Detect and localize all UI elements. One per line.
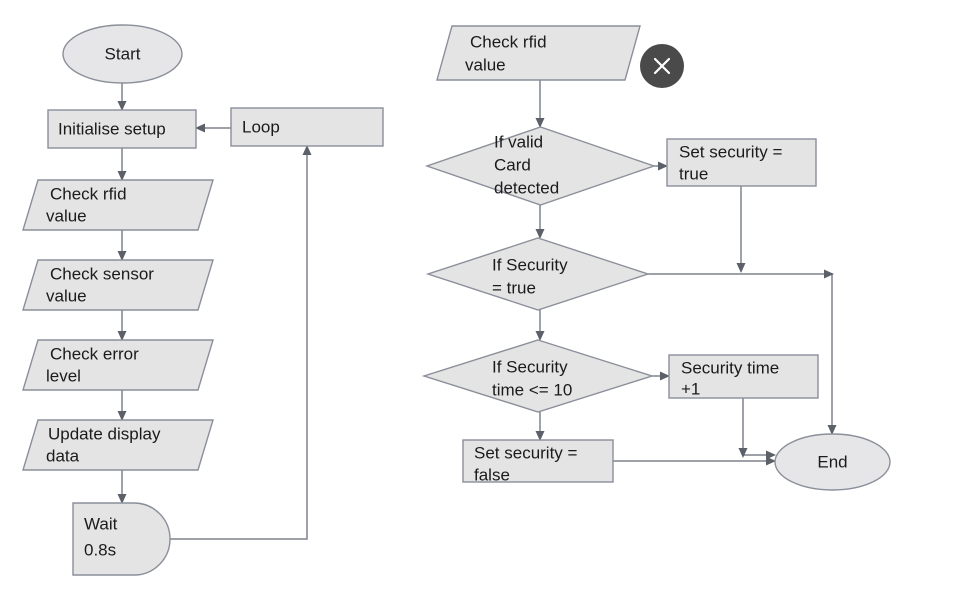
if-valid-card-detected-line-3: detected [494,178,559,197]
node-check-sensor-value[interactable]: Check sensor value [22,259,214,311]
set-security-true-line-1: Set security = [679,142,783,161]
check-error-level-parallelogram [22,339,214,391]
if-security-true-line-2: = true [492,278,536,297]
if-valid-card-detected-line-1: If valid [494,132,543,151]
arrowhead-set-security-true-to-merge [736,263,746,273]
arrowhead-set-security-false-to-end [766,456,776,466]
node-check-rfid-value[interactable]: Check rfid value [22,179,214,231]
wait-dshape [72,502,171,576]
security-time-plus-1-rect [668,354,819,399]
close-icon-stroke-2 [653,57,671,75]
arrowhead-loop-to-initialise [195,123,205,133]
if-security-time-lte-10-line-1: If Security [492,357,568,376]
loop-rect [230,107,384,147]
wait-line-1: Wait [84,514,118,533]
left-flow-edges [117,83,312,540]
if-security-time-lte-10-line-2: time <= 10 [492,380,572,399]
set-security-true-rect [666,138,817,187]
arrowhead-security-time-plus-1-down [738,448,748,458]
check-rfid-value-parallelogram [22,179,214,231]
set-security-false-rect [462,439,614,483]
set-security-false-line-1: Set security = [474,443,578,462]
check-error-level-line-2: level [46,366,81,385]
arrowhead-initialise-to-check-rfid [117,171,127,181]
node-end[interactable]: End [774,433,891,491]
check-rfid-value-2-line-2: value [465,55,506,74]
edge-if-security-true-to-end [648,273,833,428]
node-if-security-true[interactable]: If Security = true [425,237,651,311]
arrowhead-if-security-true-corner [824,269,834,279]
right-flow-edges [535,80,837,466]
node-start[interactable]: Start [62,24,183,84]
node-wait[interactable]: Wait 0.8s [72,502,171,576]
node-check-error-level[interactable]: Check error level [22,339,214,391]
end-ellipse [774,433,891,491]
arrowhead-if-security-true-to-end [827,425,837,435]
arrowhead-if-security-time-to-set-security-false [535,431,545,441]
end-label: End [817,452,847,471]
arrowhead-check-error-to-update-display [117,411,127,421]
if-security-true-line-1: If Security [492,255,568,274]
arrowhead-start-to-initialise [117,101,127,111]
if-security-true-diamond [425,237,651,311]
start-ellipse [62,24,183,84]
if-security-time-lte-10-diamond [421,339,655,413]
start-label: Start [105,44,141,63]
check-sensor-value-parallelogram [22,259,214,311]
set-security-true-line-2: true [679,164,708,183]
close-button[interactable] [640,44,684,88]
arrowhead-if-security-time-to-security-time-plus-1 [660,371,670,381]
update-display-data-line-1: Update display [48,424,161,443]
loop-label: Loop [242,117,280,136]
arrowhead-check-rfid2-to-if-valid-card [535,118,545,128]
arrowhead-if-valid-card-to-if-security-true [535,229,545,239]
update-display-data-parallelogram [22,419,214,471]
check-error-level-line-1: Check error [50,344,139,363]
arrowhead-check-rfid-to-check-sensor [117,251,127,261]
set-security-false-line-2: false [474,465,510,484]
if-valid-card-detected-line-2: Card [494,155,531,174]
node-security-time-plus-1[interactable]: Security time +1 [668,354,819,399]
arrowhead-if-security-true-to-if-security-time [535,331,545,341]
node-update-display-data[interactable]: Update display data [22,419,214,471]
wait-line-2: 0.8s [84,540,116,559]
initialise-setup-rect [47,109,197,149]
node-loop[interactable]: Loop [230,107,384,147]
node-set-security-false[interactable]: Set security = false [462,439,614,484]
check-rfid-value-line-2: value [46,206,87,225]
check-rfid-value-2-parallelogram [436,25,641,81]
edge-wait-to-loop [170,152,308,540]
arrowhead-check-sensor-to-check-error [117,331,127,341]
arrowhead-update-display-to-wait [117,494,127,504]
arrowhead-wait-to-loop [302,145,312,155]
security-time-plus-1-line-2: +1 [681,379,700,398]
initialise-setup-label: Initialise setup [58,119,166,138]
node-if-security-time-lte-10[interactable]: If Security time <= 10 [421,339,655,413]
edge-security-time-plus-1-to-end [742,398,769,456]
arrowhead-if-valid-card-to-set-security-true [658,161,668,171]
right-flow-group: Check rfid value If valid Card detected … [421,25,891,491]
check-sensor-value-line-1: Check sensor [50,264,154,283]
check-rfid-value-line-1: Check rfid [50,184,127,203]
check-rfid-value-2-line-1: Check rfid [470,32,547,51]
node-initialise-setup[interactable]: Initialise setup [47,109,197,149]
arrowhead-security-time-plus-1-to-end [766,450,776,460]
node-check-rfid-value-2[interactable]: Check rfid value [436,25,641,81]
if-valid-card-detected-diamond [424,126,657,206]
left-flow-group: Start Initialise setup Loop Check rfid v… [22,24,384,576]
update-display-data-line-2: data [46,446,80,465]
security-time-plus-1-line-1: Security time [681,358,779,377]
check-sensor-value-line-2: value [46,286,87,305]
node-if-valid-card-detected[interactable]: If valid Card detected [424,126,657,206]
node-set-security-true[interactable]: Set security = true [666,138,817,187]
